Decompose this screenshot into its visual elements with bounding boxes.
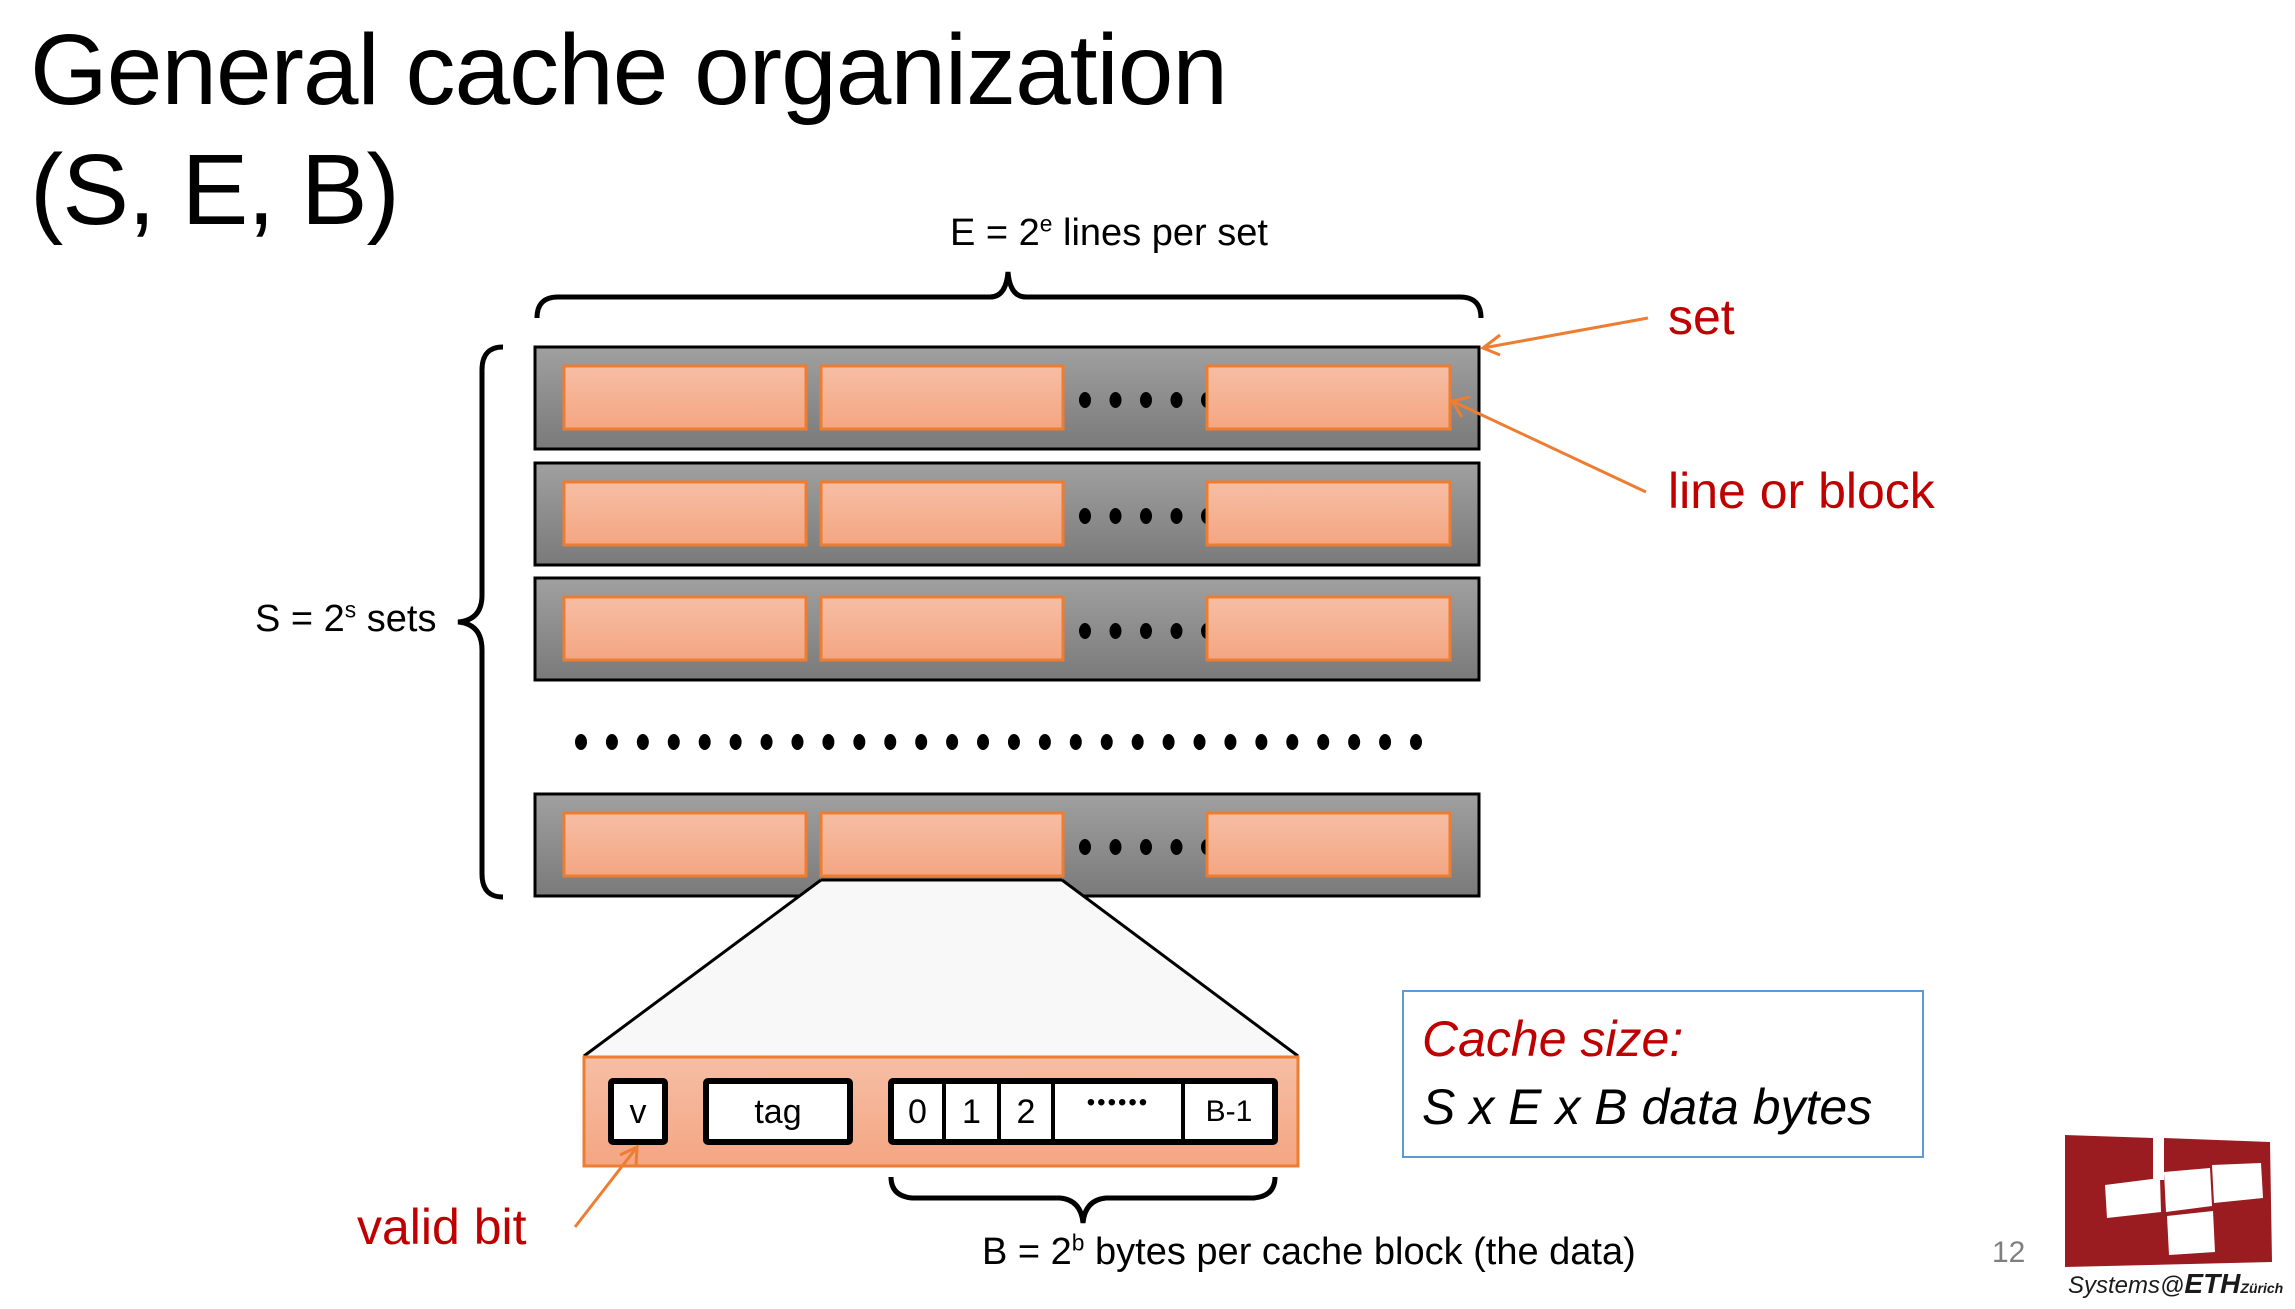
cache-line (819, 364, 1065, 431)
zoom-edge-right (1061, 878, 1299, 1058)
line-ellipsis-dot (1109, 623, 1122, 639)
cache-line (562, 811, 808, 878)
tag-cell-label: tag (754, 1093, 802, 1131)
set-ellipsis-dot (1379, 734, 1392, 750)
byte-2-label: 2 (1016, 1093, 1036, 1131)
set-ellipsis-dot (1410, 734, 1422, 750)
line-ellipsis-dot (1079, 839, 1091, 855)
slide-title-line2: (S, E, B) (30, 134, 400, 246)
line-ellipsis-dot (1170, 839, 1183, 855)
set-ellipsis-dot (698, 734, 711, 750)
line-ellipsis-dot (1109, 839, 1122, 855)
line-ellipsis-dot (1079, 623, 1091, 639)
set-ellipsis-dot (1162, 734, 1175, 750)
logo-text: Systems@ETHZürich (2068, 1268, 2284, 1299)
line-ellipsis-dot (1109, 508, 1122, 524)
set-callout-label: set (1668, 289, 1735, 345)
line-ellipsis-dot (1140, 508, 1152, 524)
valid-bit-cell (608, 1078, 668, 1145)
line-ellipsis-dot (1079, 508, 1091, 524)
set-ellipsis-dot (1286, 734, 1299, 750)
set-ellipsis-dot (1193, 734, 1206, 750)
set-ellipsis-dot (636, 734, 649, 750)
valid-bit-callout-label: valid bit (357, 1199, 527, 1255)
eth-logo (2065, 1135, 2272, 1267)
cache-line (1205, 811, 1452, 878)
set-ellipsis-dot (1038, 734, 1051, 750)
line-ellipsis-dot (1170, 623, 1183, 639)
set-ellipsis-dot (729, 734, 742, 750)
set-ellipsis-dot (822, 734, 835, 750)
cache-size-box: Cache size: S x E x B data bytes (1402, 990, 1924, 1158)
cache-set-row (533, 461, 1481, 567)
byte-last-label: B-1 (1205, 1095, 1253, 1128)
lines-per-set-label: E = 2e lines per set (950, 210, 1268, 254)
cache-set-row (533, 576, 1481, 682)
set-ellipsis-dot (915, 734, 928, 750)
set-ellipsis-dot (1317, 734, 1330, 750)
set-ellipsis-dot (1007, 734, 1020, 750)
byte-1-label: 1 (962, 1093, 981, 1131)
set-ellipsis-dot (1100, 734, 1113, 750)
cache-size-formula: S x E x B data bytes (1422, 1079, 1873, 1135)
set-ellipsis-dot (977, 734, 990, 750)
cache-size-heading: Cache size: (1422, 1011, 1684, 1067)
set-ellipsis-dot (1255, 734, 1268, 750)
zoom-edge-left (583, 878, 822, 1058)
lines-per-set-brace (534, 271, 1484, 319)
line-ellipsis-dot (1170, 392, 1183, 408)
cache-line (562, 364, 808, 431)
bytes-per-block-brace (888, 1176, 1278, 1224)
cache-set-row (533, 345, 1481, 451)
line-ellipsis-dot (1140, 839, 1152, 855)
bytes-per-block-label: B = 2b bytes per cache block (the data) (982, 1229, 1636, 1273)
set-ellipsis-dot (946, 734, 959, 750)
set-callout-arrow (1480, 316, 1649, 357)
cache-line (1205, 595, 1452, 662)
valid-bit-cell-label: v (629, 1093, 647, 1131)
page-number: 12 (1992, 1236, 2026, 1269)
line-callout-label: line or block (1668, 463, 1935, 519)
cache-line (819, 595, 1065, 662)
cache-line (562, 480, 808, 547)
valid-bit-callout-arrow (573, 1144, 639, 1228)
set-ellipsis-dot (1348, 734, 1361, 750)
line-ellipsis-dot (1109, 392, 1122, 408)
set-ellipsis-dot (884, 734, 897, 750)
set-ellipsis-dot (1069, 734, 1082, 750)
set-ellipsis-dot (575, 734, 587, 750)
sets-label: S = 2s sets (255, 596, 437, 640)
cache-line (819, 480, 1065, 547)
set-ellipsis (575, 734, 1422, 750)
line-ellipsis-dot (1140, 623, 1152, 639)
line-ellipsis-dot (1170, 508, 1183, 524)
slide-title-line1: General cache organization (30, 14, 1228, 126)
set-ellipsis-dot (605, 734, 618, 750)
cache-line (1205, 364, 1452, 431)
byte-0-label: 0 (908, 1093, 927, 1131)
byte-ellipsis-label: •••••• (1086, 1089, 1150, 1116)
cache-line (819, 811, 1065, 878)
set-ellipsis-dot (1224, 734, 1237, 750)
set-ellipsis-dot (760, 734, 773, 750)
set-ellipsis-dot (667, 734, 680, 750)
set-ellipsis-dot (791, 734, 804, 750)
line-ellipsis-dot (1140, 392, 1152, 408)
set-ellipsis-dot (853, 734, 866, 750)
cache-line (562, 595, 808, 662)
sets-brace (457, 344, 504, 900)
line-ellipsis-dot (1079, 392, 1091, 408)
set-ellipsis-dot (1131, 734, 1144, 750)
data-bytes-cells (888, 1078, 1278, 1145)
line-callout-arrow (1449, 395, 1647, 494)
tag-cell (703, 1078, 853, 1145)
cache-line (1205, 480, 1452, 547)
zoom-trapezoid (584, 880, 1298, 1056)
